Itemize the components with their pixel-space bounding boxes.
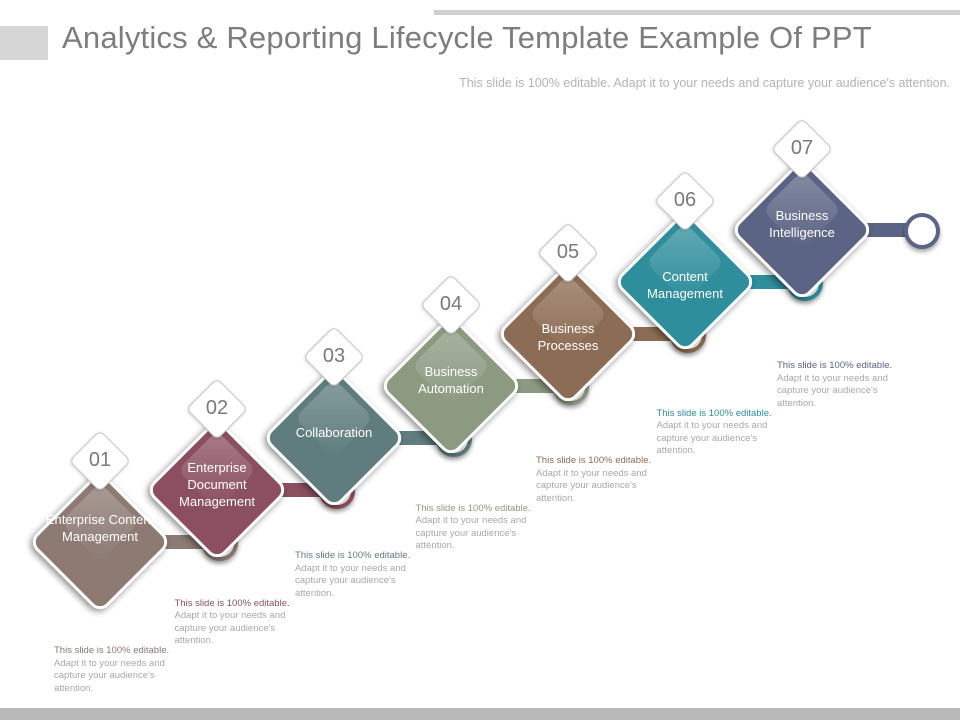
description-rest: Adapt it to your needs and capture your … xyxy=(777,372,888,409)
step-label: Enterprise Document Management xyxy=(179,459,255,509)
description-lead: This slide is 100% editable. xyxy=(174,597,290,609)
bottom-decorative-bar xyxy=(0,708,960,720)
step-description: This slide is 100% editable. Adapt it to… xyxy=(295,550,417,600)
step-description: This slide is 100% editable. Adapt it to… xyxy=(175,598,297,648)
description-lead: This slide is 100% editable. xyxy=(295,550,411,561)
title-accent-bar xyxy=(0,26,48,60)
step-label: Content Management xyxy=(647,268,723,301)
slide-title: Analytics & Reporting Lifecycle Template… xyxy=(62,20,872,55)
description-rest: Adapt it to your needs and capture your … xyxy=(295,562,406,599)
step-number: 01 xyxy=(88,449,112,471)
description-lead: This slide is 100% editable. xyxy=(777,360,893,371)
step-number: 03 xyxy=(322,345,346,367)
step-description: This slide is 100% editable. Adapt it to… xyxy=(657,408,779,458)
description-rest: Adapt it to your needs and capture your … xyxy=(415,515,527,551)
description-lead: This slide is 100% editable. xyxy=(415,502,531,514)
step-number: 06 xyxy=(673,189,697,211)
description-rest: Adapt it to your needs and capture your … xyxy=(174,610,286,646)
step-description: This slide is 100% editable. Adapt it to… xyxy=(416,503,538,553)
step-number: 07 xyxy=(790,137,814,159)
step-label: Business Processes xyxy=(537,320,599,353)
step-description: This slide is 100% editable. Adapt it to… xyxy=(536,455,658,505)
step-label: Business Intelligence xyxy=(769,208,835,240)
connector-circle xyxy=(904,213,940,249)
step-number: 05 xyxy=(556,241,580,263)
top-decorative-line xyxy=(434,10,960,15)
step-label: Business Automation xyxy=(418,364,484,396)
step-number: 02 xyxy=(205,397,229,419)
step-description: This slide is 100% editable. Adapt it to… xyxy=(777,360,899,410)
step-number: 04 xyxy=(439,293,463,315)
description-rest: Adapt it to your needs and capture your … xyxy=(536,467,647,504)
slide-subtitle: This slide is 100% editable. Adapt it to… xyxy=(459,76,950,90)
description-rest: Adapt it to your needs and capture your … xyxy=(54,657,165,694)
step-description: This slide is 100% editable. Adapt it to… xyxy=(54,645,176,695)
step-label: Collaboration xyxy=(295,424,373,440)
description-lead: This slide is 100% editable. xyxy=(656,407,772,419)
description-lead: This slide is 100% editable. xyxy=(54,645,170,656)
step-label: Enterprise Content Management xyxy=(45,511,155,544)
description-lead: This slide is 100% editable. xyxy=(536,455,652,466)
description-rest: Adapt it to your needs and capture your … xyxy=(656,420,768,456)
